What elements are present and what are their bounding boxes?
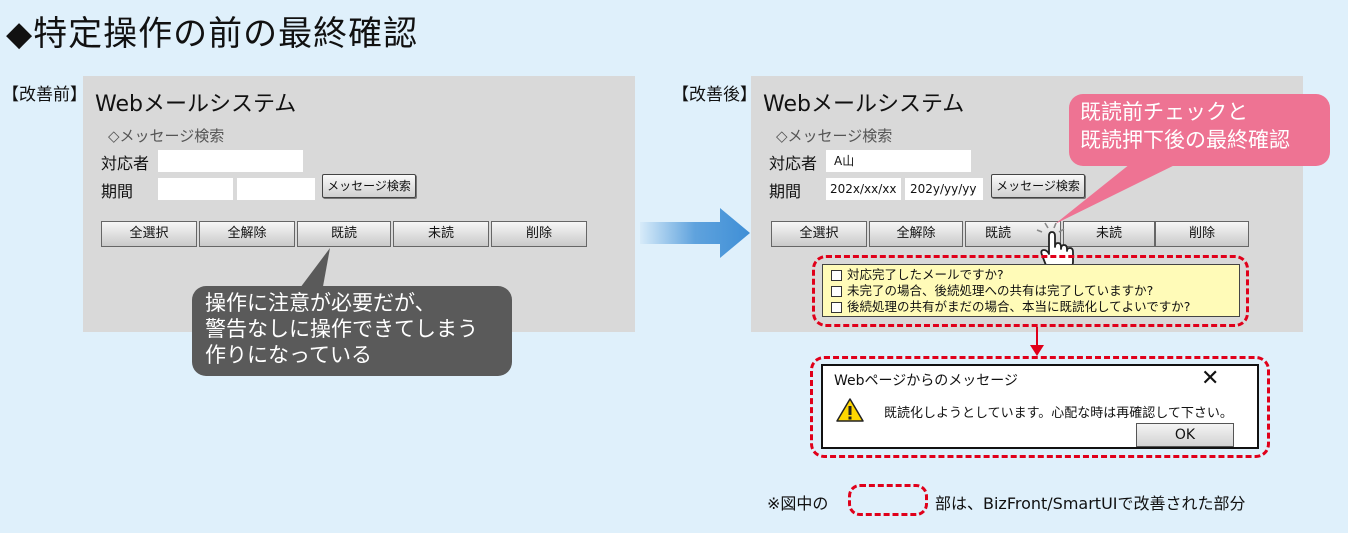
before-tag: 【改善前】 [2,85,87,105]
before-mark-read-button[interactable]: 既読 [297,221,391,247]
after-deselect-all-button[interactable]: 全解除 [869,221,963,247]
before-callout-line: 操作に注意が必要だが、 [205,291,436,315]
dialog-ok-button[interactable]: OK [1136,423,1234,447]
after-callout [1069,94,1330,166]
page-title: ◆特定操作の前の最終確認 [6,14,419,54]
before-callout-text: 操作に注意が必要だが、 警告なしに操作できてしまう 作りになっている [205,290,478,368]
after-callout-line: 既読前チェックと [1080,100,1248,124]
after-message-search-button[interactable]: メッセージ検索 [991,174,1085,198]
before-period-from-input[interactable] [158,178,233,200]
checklist-item[interactable]: 対応完了したメールですか? [831,267,1239,283]
before-window-title: Webメールシステム [95,92,297,117]
after-period-to-input[interactable]: 202y/yy/yy [905,178,983,200]
note-suffix: 部は、BizFront/SmartUIで改善された部分 [935,494,1246,513]
before-assignee-label: 対応者 [101,154,150,173]
after-tag: 【改善後】 [672,85,757,105]
warning-icon [836,398,864,422]
after-delete-button[interactable]: 削除 [1155,221,1249,247]
after-window-title: Webメールシステム [763,92,965,117]
after-callout-line: 既読押下後の最終確認 [1080,128,1290,152]
dialog-message: 既読化しようとしています。心配な時は再確認して下さい。 [884,406,1233,421]
checklist-item-label: 対応完了したメールですか? [847,267,1004,282]
before-callout-line: 警告なしに操作できてしまう [205,317,478,341]
before-period-to-input[interactable] [237,178,315,200]
before-select-all-button[interactable]: 全選択 [101,221,197,247]
before-callout-line: 作りになっている [205,343,372,367]
checkbox[interactable] [831,269,842,281]
after-mark-unread-button[interactable]: 未読 [1063,221,1155,247]
before-assignee-input[interactable] [158,150,303,172]
flow-arrow-icon [1030,327,1044,356]
dialog-title: Webページからのメッセージ [834,373,1018,389]
confirmation-checklist: 対応完了したメールですか? 未完了の場合、後続処理への共有は完了していますか? … [822,264,1240,317]
before-deselect-all-button[interactable]: 全解除 [199,221,295,247]
checklist-item-label: 未完了の場合、後続処理への共有は完了していますか? [847,283,1154,298]
after-search-section: ◇メッセージ検索 [776,127,893,145]
before-search-section: ◇メッセージ検索 [108,127,225,145]
note-prefix: ※図中の [767,494,829,513]
after-assignee-label: 対応者 [769,154,818,173]
before-period-label: 期間 [101,182,134,201]
transition-arrow-icon [640,208,750,258]
dialog-close-icon[interactable]: ✕ [1201,366,1220,391]
before-callout [192,286,512,376]
after-select-all-button[interactable]: 全選択 [771,221,867,247]
confirmation-dialog [821,364,1259,449]
dialog-highlight [810,356,1270,458]
checklist-item-label: 後続処理の共有がまだの場合、本当に既読化してよいですか? [847,299,1191,314]
after-period-from-input[interactable]: 202x/xx/xx [826,178,901,200]
after-callout-text: 既読前チェックと 既読押下後の最終確認 [1080,98,1290,154]
after-assignee-input[interactable]: A山 [826,150,971,172]
before-message-search-button[interactable]: メッセージ検索 [322,174,416,198]
checkbox[interactable] [831,301,842,313]
checkbox[interactable] [831,285,842,297]
after-period-label: 期間 [769,182,802,201]
before-delete-button[interactable]: 削除 [491,221,587,247]
before-mark-unread-button[interactable]: 未読 [393,221,489,247]
checklist-item[interactable]: 未完了の場合、後続処理への共有は完了していますか? [831,283,1239,299]
note-legend-dashed-box [848,484,928,516]
checklist-highlight [812,255,1249,327]
checklist-item[interactable]: 後続処理の共有がまだの場合、本当に既読化してよいですか? [831,299,1239,315]
after-mark-read-button[interactable]: 既読 [965,221,1061,247]
pointer-hand-icon [1036,222,1074,272]
